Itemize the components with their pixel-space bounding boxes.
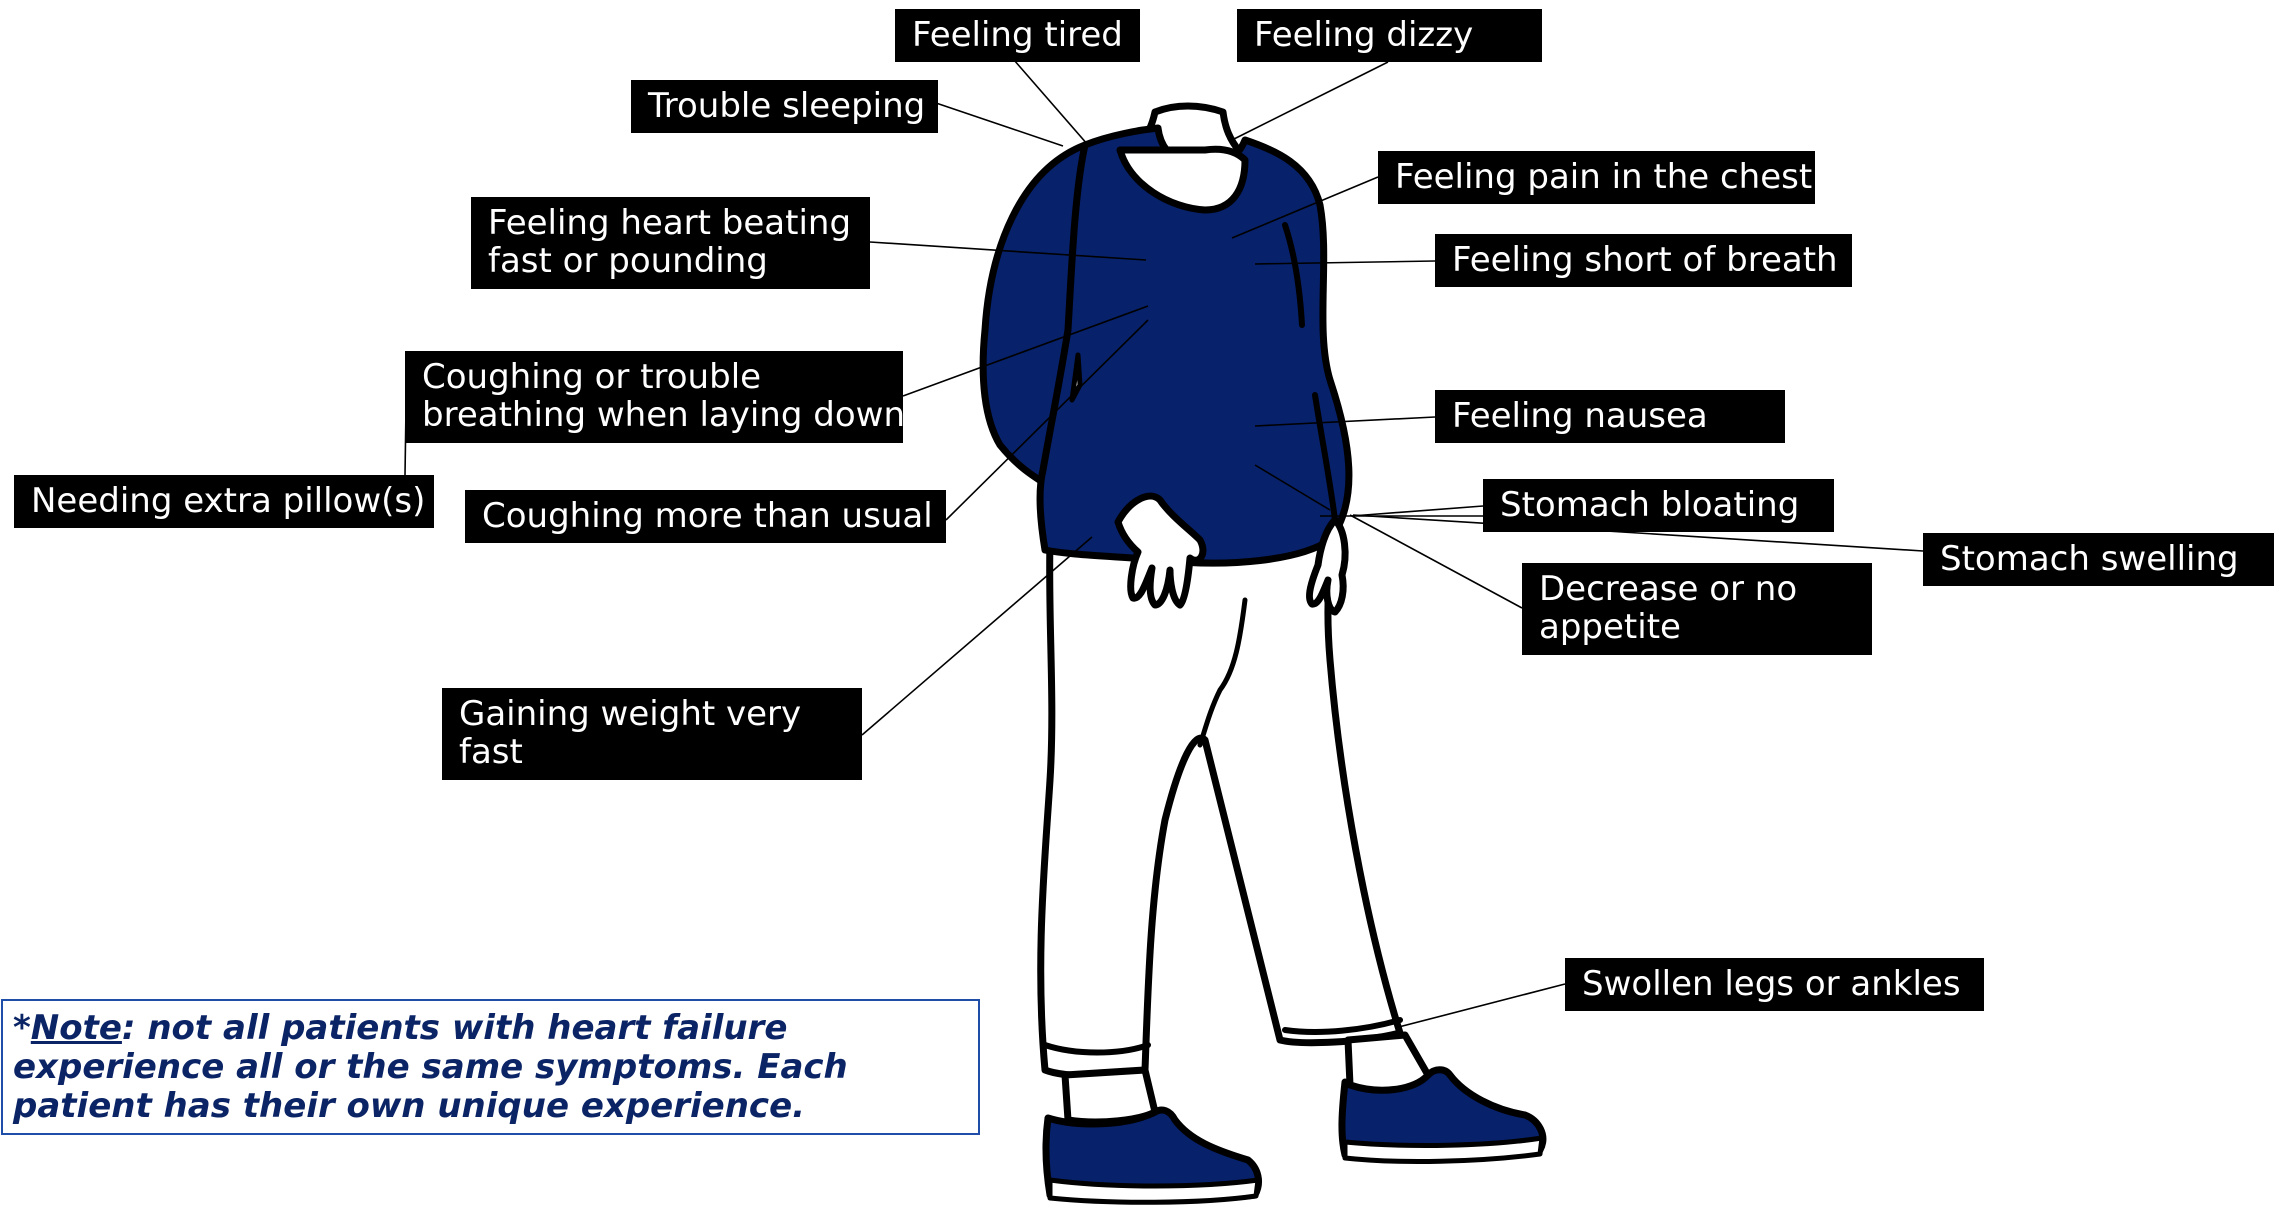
note-asterisk: * (13, 1008, 31, 1048)
label-swollen-legs: Swollen legs or ankles (1565, 958, 1984, 1011)
note-text: : not all patients with heart failure ex… (13, 1008, 848, 1126)
label-trouble-sleeping: Trouble sleeping (631, 80, 938, 133)
label-text: Stomach swelling (1940, 540, 2257, 578)
label-short-of-breath: Feeling short of breath (1435, 234, 1852, 287)
left-sock (1065, 1070, 1155, 1122)
label-text: Stomach bloating (1500, 486, 1817, 524)
label-text: Feeling tired (912, 16, 1123, 54)
label-text: Needing extra pillow(s) (31, 482, 417, 520)
leader-sleeping (936, 103, 1063, 146)
label-text: Coughing more than usual (482, 497, 929, 535)
label-feeling-tired: Feeling tired (895, 9, 1140, 62)
label-text-line-1: Gaining weight very (459, 695, 845, 733)
note-box: *Note: not all patients with heart failu… (1, 999, 980, 1135)
label-text-line-2: breathing when laying down (422, 396, 886, 434)
right-sock (1348, 1035, 1428, 1090)
label-text: Feeling dizzy (1254, 16, 1525, 54)
leader-bloating (1352, 506, 1483, 516)
label-text: Feeling pain in the chest (1395, 158, 1798, 196)
note-keyword: Note (31, 1008, 122, 1048)
leader-dizzy (1232, 62, 1388, 140)
leader-legs (1395, 984, 1565, 1028)
label-text: Feeling short of breath (1452, 241, 1835, 279)
label-stomach-swelling: Stomach swelling (1923, 533, 2274, 586)
label-stomach-bloating: Stomach bloating (1483, 479, 1834, 532)
label-coughing-more: Coughing more than usual (465, 490, 946, 543)
label-extra-pillow: Needing extra pillow(s) (14, 475, 434, 528)
label-text: Swollen legs or ankles (1582, 965, 1967, 1003)
pants (1041, 540, 1400, 1076)
label-text-line-2: fast (459, 733, 845, 771)
label-text-line-2: appetite (1539, 608, 1855, 646)
label-text-line-1: Coughing or trouble (422, 358, 886, 396)
label-text-line-2: fast or pounding (488, 242, 853, 280)
label-text-line-1: Decrease or no (1539, 570, 1855, 608)
label-nausea: Feeling nausea (1435, 390, 1785, 443)
label-text-line-1: Feeling heart beating (488, 204, 853, 242)
label-text: Feeling nausea (1452, 397, 1768, 435)
label-feeling-dizzy: Feeling dizzy (1237, 9, 1542, 62)
leader-tired (1014, 60, 1088, 145)
label-chest-pain: Feeling pain in the chest (1378, 151, 1815, 204)
label-text: Trouble sleeping (648, 87, 921, 125)
